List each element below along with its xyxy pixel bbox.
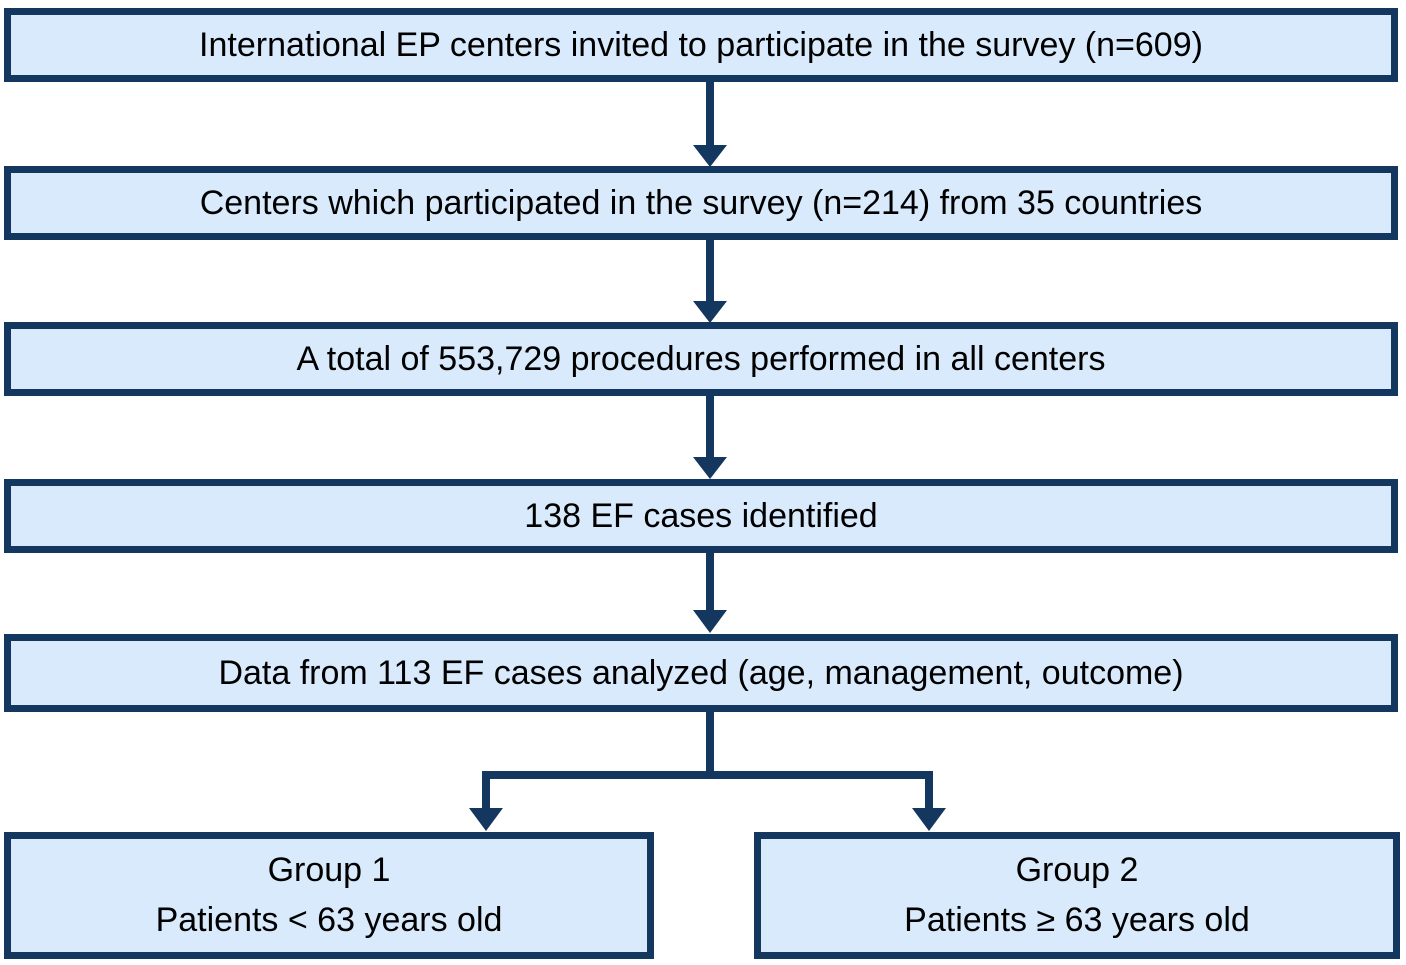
group-2-box: Group 2 Patients ≥ 63 years old [754, 832, 1400, 959]
step-box-participated: Centers which participated in the survey… [4, 166, 1398, 240]
step-box-procedures: A total of 553,729 procedures performed … [4, 322, 1398, 396]
step-box-analyzed: Data from 113 EF cases analyzed (age, ma… [4, 634, 1398, 712]
group-2-title: Group 2 [1015, 851, 1139, 890]
group-1-box: Group 1 Patients < 63 years old [4, 832, 654, 959]
arrow-down-1 [693, 81, 727, 167]
arrow-down-4 [693, 552, 727, 633]
group-2-subtitle: Patients ≥ 63 years old [904, 900, 1250, 939]
step-label: Data from 113 EF cases analyzed (age, ma… [218, 653, 1184, 692]
arrow-down-3 [693, 395, 727, 479]
branch-connector [469, 711, 946, 831]
group-1-title: Group 1 [267, 851, 391, 890]
arrow-down-2 [693, 239, 727, 323]
group-1-subtitle: Patients < 63 years old [155, 900, 503, 939]
step-label: Centers which participated in the survey… [199, 183, 1203, 222]
step-box-invited: International EP centers invited to part… [4, 8, 1398, 82]
step-label: 138 EF cases identified [524, 496, 878, 535]
step-label: International EP centers invited to part… [199, 25, 1203, 64]
step-box-ef-cases: 138 EF cases identified [4, 479, 1398, 553]
step-label: A total of 553,729 procedures performed … [296, 339, 1106, 378]
